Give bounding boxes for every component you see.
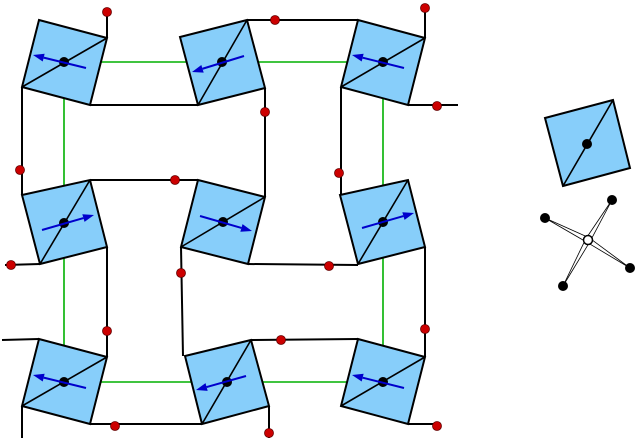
red-node-icon [334, 168, 344, 178]
red-node-icon [270, 15, 280, 25]
spin-arrow-head-icon [192, 64, 204, 73]
spin-arrow-shaft [361, 215, 404, 229]
red-node-icon [102, 7, 112, 17]
red-node-icon [324, 261, 334, 271]
star-bond [544, 217, 590, 239]
star-center-node [582, 234, 594, 246]
spin-arrow-head-icon [196, 383, 208, 391]
blue-square-unit-icon [178, 18, 267, 107]
black-link [247, 263, 359, 266]
red-node-icon [260, 107, 270, 117]
red-node-icon [432, 101, 442, 111]
star-outer-node [540, 213, 550, 223]
black-link [180, 246, 184, 357]
blue-square-unit-icon [339, 18, 427, 107]
spin-arrow-head-icon [33, 53, 45, 62]
star-bond [562, 240, 591, 287]
red-node-icon [6, 260, 16, 270]
spin-arrow-head-icon [240, 224, 252, 232]
blue-square-unit-icon [20, 337, 109, 426]
spin-arrow-head-icon [352, 53, 364, 62]
spin-arrow-head-icon [33, 373, 45, 382]
red-node-icon [432, 421, 442, 431]
red-nodes [6, 3, 442, 438]
spin-arrow-shaft [43, 376, 87, 389]
center-node [582, 139, 592, 149]
red-node-icon [276, 335, 286, 345]
blue-square-unit-icon [20, 18, 109, 107]
red-node-icon [170, 175, 180, 185]
spin-arrow-head-icon [352, 373, 364, 382]
blue-square-unit-icon [20, 178, 109, 266]
legend-square-icon [543, 98, 632, 188]
red-node-icon [102, 326, 112, 336]
red-node-icon [420, 3, 430, 13]
star-outer-node [625, 263, 635, 273]
red-node-icon [110, 421, 120, 431]
black-link [250, 338, 359, 341]
star-bond [586, 241, 631, 269]
star-outer-node [558, 281, 568, 291]
spin-arrow-head-icon [82, 214, 94, 222]
star-bond [562, 238, 587, 287]
blue-square-unit-icon [339, 337, 427, 426]
red-node-icon [176, 268, 186, 278]
spin-arrow-shaft [202, 55, 245, 70]
star-bond [585, 199, 613, 239]
spin-arrow-head-icon [402, 212, 414, 220]
star-bond [589, 199, 613, 242]
spin-arrow-shaft [43, 56, 87, 69]
star-node-icon [540, 195, 635, 291]
star-bond [544, 217, 588, 243]
red-node-icon [264, 428, 274, 438]
blue-square-unit-icon [338, 178, 427, 266]
spin-arrow-shaft [206, 375, 247, 388]
blue-square-unit-icon [179, 178, 267, 266]
spin-arrow-shaft [199, 215, 242, 229]
spin-arrow-shaft [41, 217, 84, 231]
red-node-icon [15, 165, 25, 175]
black-link [1, 338, 40, 341]
star-outer-node [607, 195, 617, 205]
legend-glyphs [540, 98, 635, 291]
spin-arrow-shaft [362, 56, 405, 69]
square-units [20, 18, 427, 426]
red-node-icon [420, 324, 430, 334]
spin-arrow-shaft [362, 376, 405, 389]
star-bond [589, 237, 631, 269]
blue-square-unit-icon [183, 338, 271, 426]
